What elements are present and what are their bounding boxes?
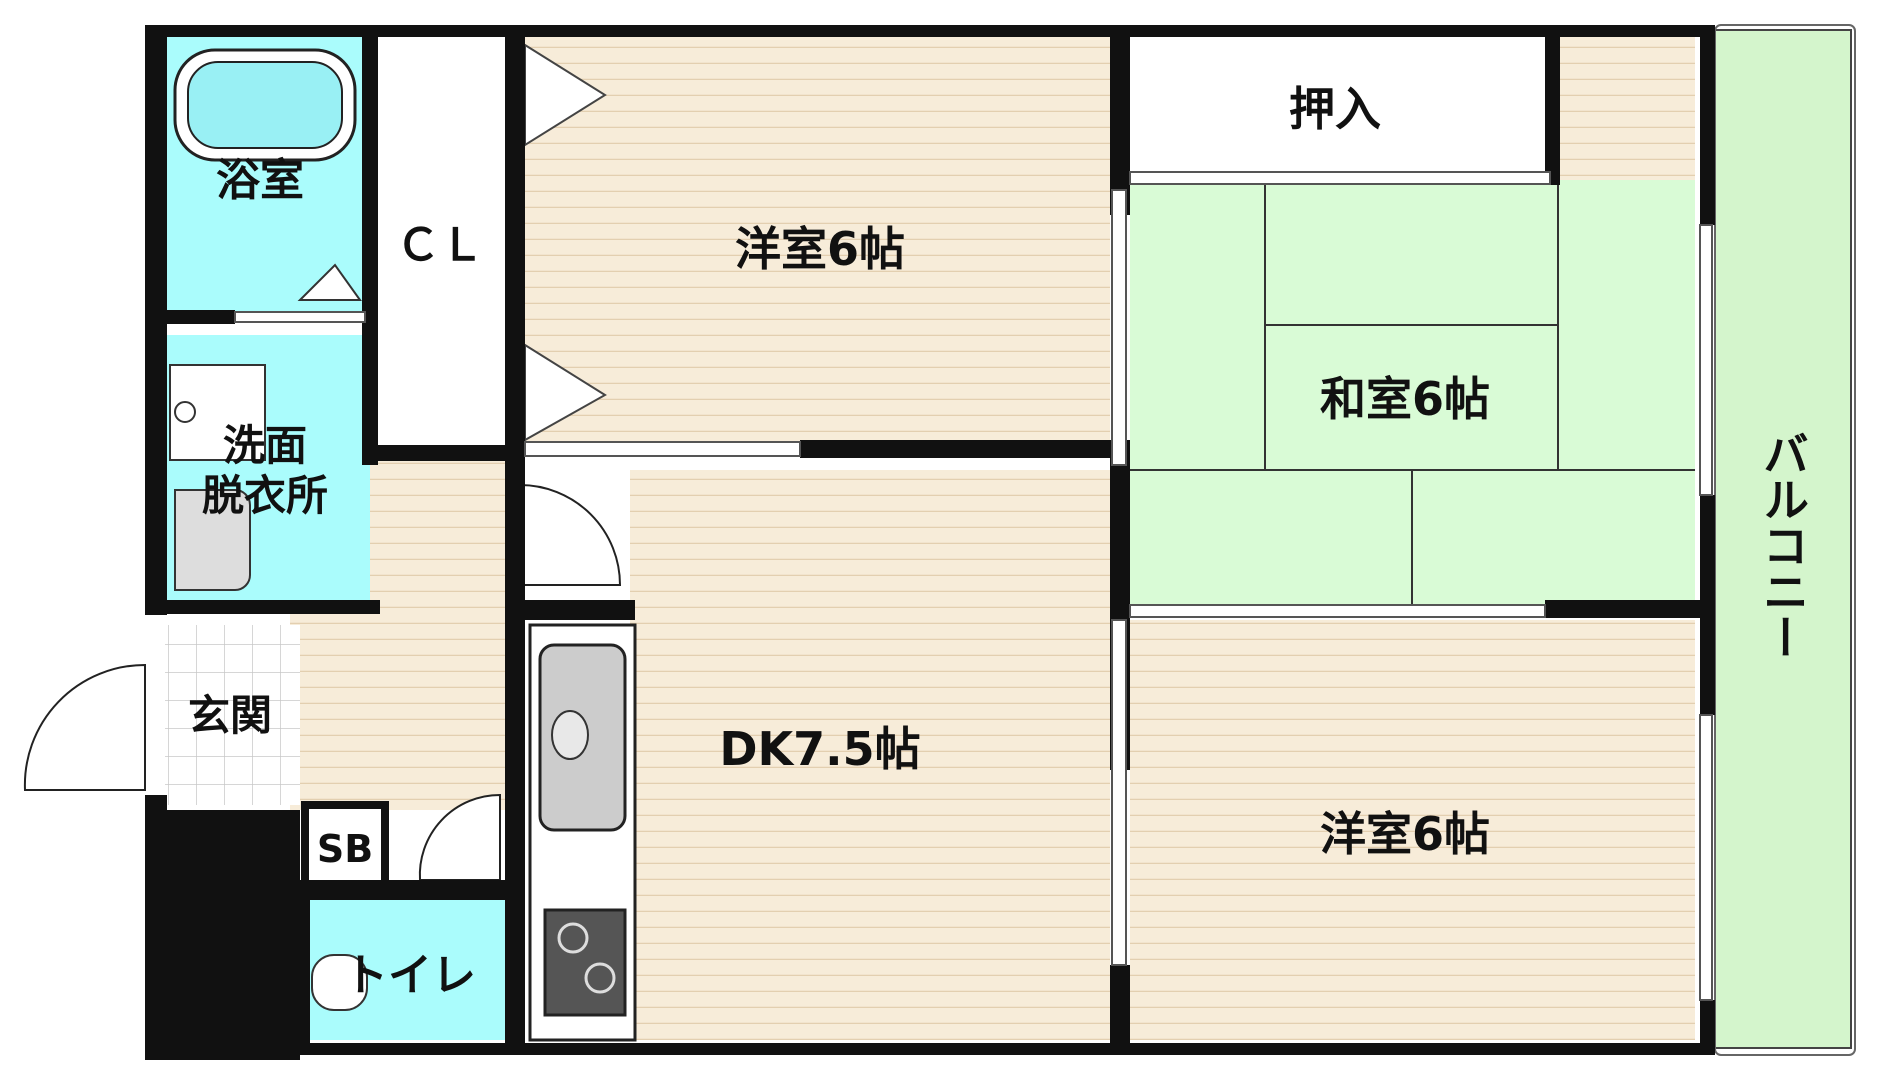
shoebox xyxy=(301,801,389,889)
stove xyxy=(543,908,627,1017)
label-closet: ＣＬ xyxy=(396,220,484,271)
label-bath: 浴室 xyxy=(216,155,304,206)
closet xyxy=(375,35,505,445)
washing-machine-pan xyxy=(169,364,266,461)
balcony-area xyxy=(1714,29,1852,1049)
entrance-floor xyxy=(165,625,300,805)
dk-floor xyxy=(630,470,1110,1040)
toilet-bowl xyxy=(311,954,368,1011)
oshiire xyxy=(1130,35,1550,175)
hall-floor xyxy=(370,460,510,610)
washbasin xyxy=(174,489,251,591)
label-western-bottom: 洋室6帖 xyxy=(1320,807,1490,861)
western-room-top-floor xyxy=(510,35,1110,455)
label-dk: DK7.5帖 xyxy=(719,722,920,776)
label-washitsu: 和室6帖 xyxy=(1320,372,1490,426)
label-balcony: バルコニー xyxy=(1756,430,1810,660)
oshiire-side-floor xyxy=(1558,35,1695,180)
label-oshiire: 押入 xyxy=(1289,82,1381,136)
pipe-shaft xyxy=(145,810,300,1060)
label-toilet: トイレ xyxy=(344,950,476,1001)
label-entrance: 玄関 xyxy=(188,691,272,740)
label-western-top: 洋室6帖 xyxy=(735,222,905,276)
western-room-bottom-floor xyxy=(1130,620,1695,1040)
label-washroom-line1: 洗面 xyxy=(223,421,307,470)
entry-hall-floor xyxy=(290,610,510,810)
label-shoebox: SB xyxy=(317,827,373,871)
label-washroom-line2: 脱衣所 xyxy=(202,471,328,520)
